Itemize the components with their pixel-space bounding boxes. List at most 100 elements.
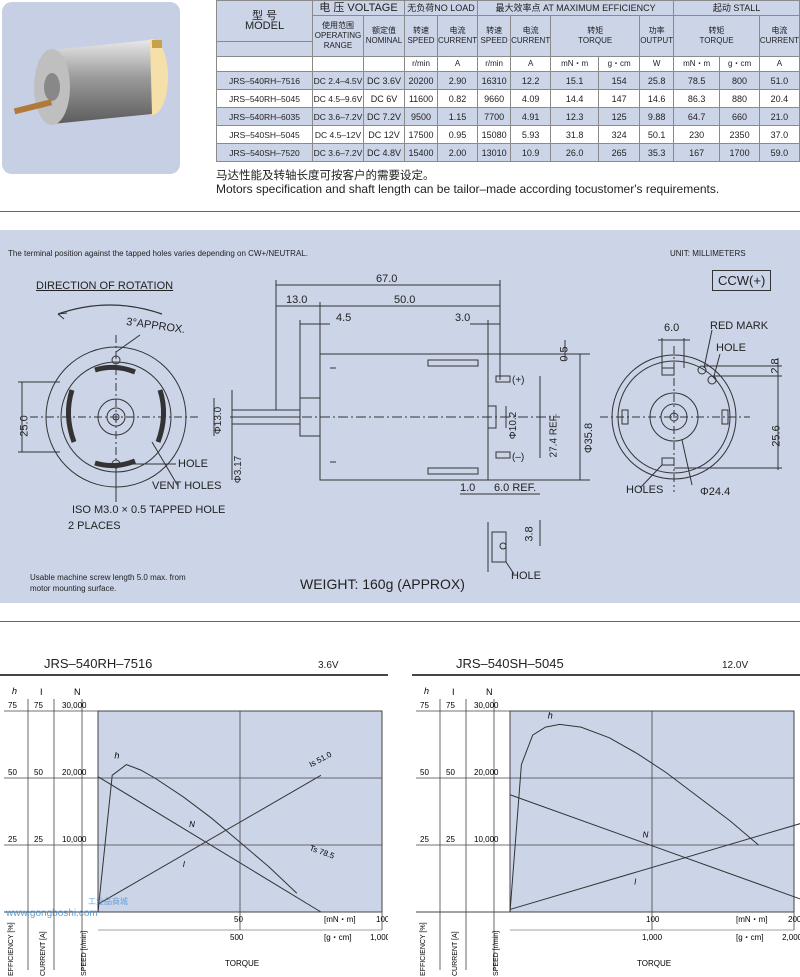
usable-note: Usable machine screw length 5.0 max. fro… [30, 573, 186, 593]
spec-cell: 10.9 [510, 143, 552, 162]
terminal-plus: (+) [512, 375, 525, 386]
spec-cell: 660 [719, 107, 760, 126]
hole-label-left: HOLE [178, 458, 208, 470]
axis-h-label: h [424, 686, 429, 696]
spec-cell: 13010 [477, 143, 512, 162]
vent-holes-label: VENT HOLES [152, 480, 222, 492]
spec-cell: 0.82 [436, 89, 479, 108]
spec-cell: 1.15 [436, 107, 479, 126]
y-axis-title: EFFICIENCY [%] [420, 922, 427, 976]
dim-6-0-ref: 6.0 REF. [494, 482, 537, 494]
y-axis-title: EFFICIENCY [%] [8, 922, 15, 976]
spec-cell: 15400 [404, 143, 438, 162]
chart-title-bar-1: JRS–540RH–7516 3.6V [0, 650, 388, 676]
spec-cell: 15.1 [550, 71, 600, 90]
hole-label-right: HOLE [716, 342, 746, 354]
spec-cell: 4.91 [510, 107, 552, 126]
spec-cell: 7700 [477, 107, 512, 126]
spec-cell: 9.88 [639, 107, 675, 126]
divider-bottom [0, 621, 800, 622]
axis-h-label: h [12, 686, 17, 696]
spec-cell: DC 4.8V [363, 143, 405, 162]
spec-cell: 17500 [404, 125, 438, 144]
spec-cell: 2.00 [436, 143, 479, 162]
spec-cell: 1700 [719, 143, 760, 162]
spec-cell: 20200 [404, 71, 438, 90]
series-efficiency-line [97, 764, 298, 913]
spec-cell: 51.0 [758, 71, 800, 90]
series-label-n: N [189, 820, 195, 829]
spec-cell: JRS–540SH–5045 [216, 125, 313, 144]
eff-tick: 50 [420, 768, 429, 777]
spec-cell: 125 [598, 107, 641, 126]
cur-tick: 50 [34, 768, 43, 777]
spec-cell: 9660 [477, 89, 512, 108]
terminal-minus: (–) [512, 452, 525, 463]
tapped-hole-label: ISO M3.0 × 0.5 TAPPED HOLE [72, 504, 226, 516]
dim-6-0: 6.0 [664, 322, 680, 334]
spec-cell: DC 2.4–4.5V [312, 71, 364, 90]
series-efficiency-line [509, 723, 759, 913]
spec-cell: 21.0 [758, 107, 800, 126]
direction-label: DIRECTION OF ROTATION [36, 280, 174, 292]
terminal-note: The terminal position against the tapped… [8, 249, 308, 258]
series-speed-line [509, 794, 800, 900]
units-row: r/min A r/min A mN・m g・cm W mN・m g・cm A [216, 56, 800, 72]
spec-cell: 324 [598, 125, 641, 144]
spec-cell: 25.8 [639, 71, 675, 90]
dim-4-5: 4.5 [336, 312, 352, 324]
series-label-h: h [114, 751, 119, 761]
chart-title-2: JRS–540SH–5045 [456, 656, 564, 671]
chart-voltage-1: 3.6V [318, 660, 339, 671]
spec-cell: 12.2 [510, 71, 552, 90]
maxeff-header: 最大效率点 AT MAXIMUM EFFICIENCY [477, 0, 675, 16]
unit-note: UNIT: MILLIMETERS [670, 249, 746, 258]
dim-13: 13.0 [286, 294, 308, 306]
eff-tick: 75 [8, 701, 17, 710]
y-axis-title: CURRENT [A] [40, 931, 47, 976]
spec-cell: JRS–540RH–5045 [216, 89, 313, 108]
places-label: 2 PLACES [68, 520, 121, 532]
spec-cell: 4.09 [510, 89, 552, 108]
spec-cell: 265 [598, 143, 641, 162]
spec-cell: DC 3.6V [363, 71, 405, 90]
divider-top [0, 211, 800, 212]
spec-cell: JRS–540SH–7520 [216, 143, 313, 162]
y-axis-title: SPEED [r/min] [81, 931, 88, 976]
series-label-h: h [548, 710, 553, 720]
spec-cell: 35.3 [639, 143, 675, 162]
spec-cell: 16310 [477, 71, 512, 90]
x-tick-g: 1,000 [370, 933, 388, 942]
spec-cell: 14.4 [550, 89, 600, 108]
dim-1-0: 1.0 [460, 482, 476, 494]
x-tick-mn: 100 [646, 915, 660, 924]
note-chinese: 马达性能及转轴长度可按客户的需要设定。 [216, 170, 435, 182]
spec-cell: 154 [598, 71, 641, 90]
dim-phi-24-4: Φ24.4 [700, 486, 731, 498]
spec-cell: 86.3 [673, 89, 721, 108]
chart-title-1: JRS–540RH–7516 [44, 656, 153, 671]
motor-image [13, 39, 168, 125]
watermark-cn: 工业品商城 [88, 897, 128, 906]
red-mark-label: RED MARK [710, 320, 769, 332]
x-tick-g: 1,000 [642, 933, 663, 942]
x-tick-mn: 50 [234, 915, 243, 924]
holes-label: HOLES [626, 484, 664, 496]
spec-cell: DC 7.2V [363, 107, 405, 126]
spec-cell: 37.0 [758, 125, 800, 144]
spec-cell: 5.93 [510, 125, 552, 144]
watermark-site: www.gongboshi.com [6, 908, 98, 919]
dim-50: 50.0 [394, 294, 416, 306]
